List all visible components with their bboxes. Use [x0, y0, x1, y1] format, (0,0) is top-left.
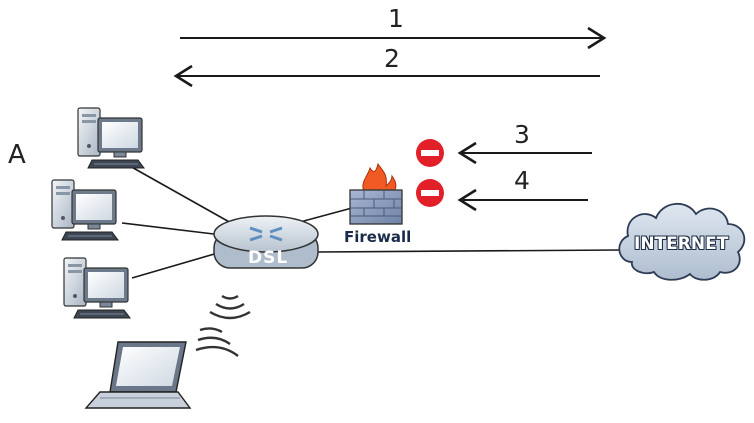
arrow-3-label: 3 [514, 120, 530, 149]
arrow-4 [457, 188, 588, 212]
arrow-4-label: 4 [514, 166, 530, 195]
arrow-2 [173, 64, 600, 88]
laptop-icon [84, 341, 192, 409]
no-entry-icon [416, 139, 444, 167]
no-entry-icon [416, 179, 444, 207]
desktop-computer-icon [63, 257, 131, 319]
internet-label: INTERNET [634, 234, 729, 254]
arrow-1-label: 1 [388, 4, 404, 33]
side-label: A [8, 140, 26, 170]
firewall-icon [349, 162, 403, 225]
arrow-3 [457, 141, 592, 165]
wifi-signal-icon [195, 294, 251, 357]
router-label: DSL [248, 248, 289, 268]
arrow-1 [180, 26, 607, 50]
arrow-2-label: 2 [384, 44, 400, 73]
firewall-label: Firewall [344, 228, 412, 246]
router-icon [213, 215, 319, 269]
connection-lines [121, 164, 621, 279]
desktop-computer-icon [77, 107, 145, 169]
desktop-computer-icon [51, 179, 119, 241]
cloud-icon [618, 203, 746, 281]
